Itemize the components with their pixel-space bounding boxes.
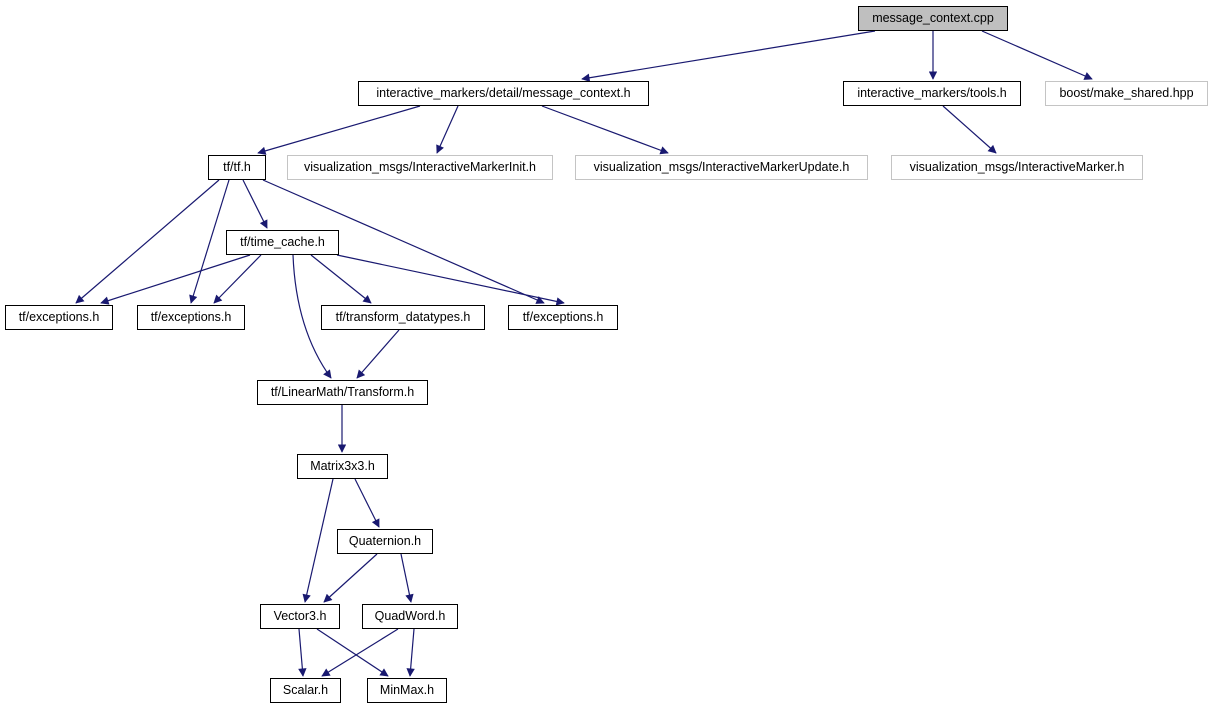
edge-message-context-cpp--detail-message-context-h <box>581 30 876 82</box>
edge-tf-time-cache-h--tf-exceptions-h-3 <box>336 254 565 306</box>
graph-node-message-context-cpp: message_context.cpp <box>858 6 1008 31</box>
graph-node-interactive-marker-h: visualization_msgs/InteractiveMarker.h <box>891 155 1143 180</box>
edge-tools-h--interactive-marker-h <box>942 105 997 154</box>
edge-quaternion-h--vector3-h <box>323 553 378 603</box>
graph-node-tf-linearmath-transform-h[interactable]: tf/LinearMath/Transform.h <box>257 380 428 405</box>
edge-matrix3x3-h--vector3-h <box>302 478 334 603</box>
edge-tf-transform-datatypes-h--tf-linearmath-transform-h <box>356 329 400 379</box>
graph-node-tf-exceptions-h-1[interactable]: tf/exceptions.h <box>5 305 113 330</box>
edge-tf-time-cache-h--tf-transform-datatypes-h <box>310 254 372 304</box>
graph-node-quaternion-h[interactable]: Quaternion.h <box>337 529 433 554</box>
edge-vector3-h--minmax-h <box>316 628 389 677</box>
graph-node-tf-transform-datatypes-h[interactable]: tf/transform_datatypes.h <box>321 305 485 330</box>
graph-node-boost-make-shared-hpp: boost/make_shared.hpp <box>1045 81 1208 106</box>
graph-node-tf-exceptions-h-2[interactable]: tf/exceptions.h <box>137 305 245 330</box>
edge-detail-message-context-h--interactive-marker-init-h <box>436 105 459 154</box>
graph-node-tf-tf-h[interactable]: tf/tf.h <box>208 155 266 180</box>
graph-node-tools-h[interactable]: interactive_markers/tools.h <box>843 81 1021 106</box>
graph-node-tf-exceptions-h-3[interactable]: tf/exceptions.h <box>508 305 618 330</box>
graph-node-detail-message-context-h[interactable]: interactive_markers/detail/message_conte… <box>358 81 649 106</box>
edge-tf-tf-h--tf-time-cache-h <box>242 179 268 229</box>
graph-node-matrix3x3-h[interactable]: Matrix3x3.h <box>297 454 388 479</box>
edge-tf-tf-h--tf-exceptions-h-2 <box>189 179 230 304</box>
graph-node-scalar-h[interactable]: Scalar.h <box>270 678 341 703</box>
graph-node-minmax-h[interactable]: MinMax.h <box>367 678 447 703</box>
edge-quaternion-h--quadword-h <box>400 553 414 603</box>
graph-node-tf-time-cache-h[interactable]: tf/time_cache.h <box>226 230 339 255</box>
graph-node-interactive-marker-update-h: visualization_msgs/InteractiveMarkerUpda… <box>575 155 868 180</box>
edge-tf-time-cache-h--tf-exceptions-h-1 <box>100 254 251 305</box>
edge-detail-message-context-h--interactive-marker-update-h <box>541 105 669 155</box>
edge-matrix3x3-h--quaternion-h <box>354 478 380 528</box>
edge-detail-message-context-h--tf-tf-h <box>257 105 421 155</box>
graph-node-vector3-h[interactable]: Vector3.h <box>260 604 340 629</box>
graph-node-interactive-marker-init-h: visualization_msgs/InteractiveMarkerInit… <box>287 155 553 180</box>
edge-vector3-h--scalar-h <box>298 628 307 677</box>
edge-quadword-h--minmax-h <box>406 628 415 677</box>
graph-node-quadword-h[interactable]: QuadWord.h <box>362 604 458 629</box>
edge-quadword-h--scalar-h <box>321 628 399 677</box>
edge-message-context-cpp--boost-make-shared-hpp <box>981 30 1093 80</box>
edge-tf-time-cache-h--tf-exceptions-h-2 <box>213 254 262 304</box>
edge-tf-time-cache-h--tf-linearmath-transform-h <box>292 254 332 379</box>
edge-tf-tf-h--tf-exceptions-h-1 <box>75 179 220 304</box>
edge-tf-tf-h--tf-exceptions-h-3 <box>262 179 545 304</box>
